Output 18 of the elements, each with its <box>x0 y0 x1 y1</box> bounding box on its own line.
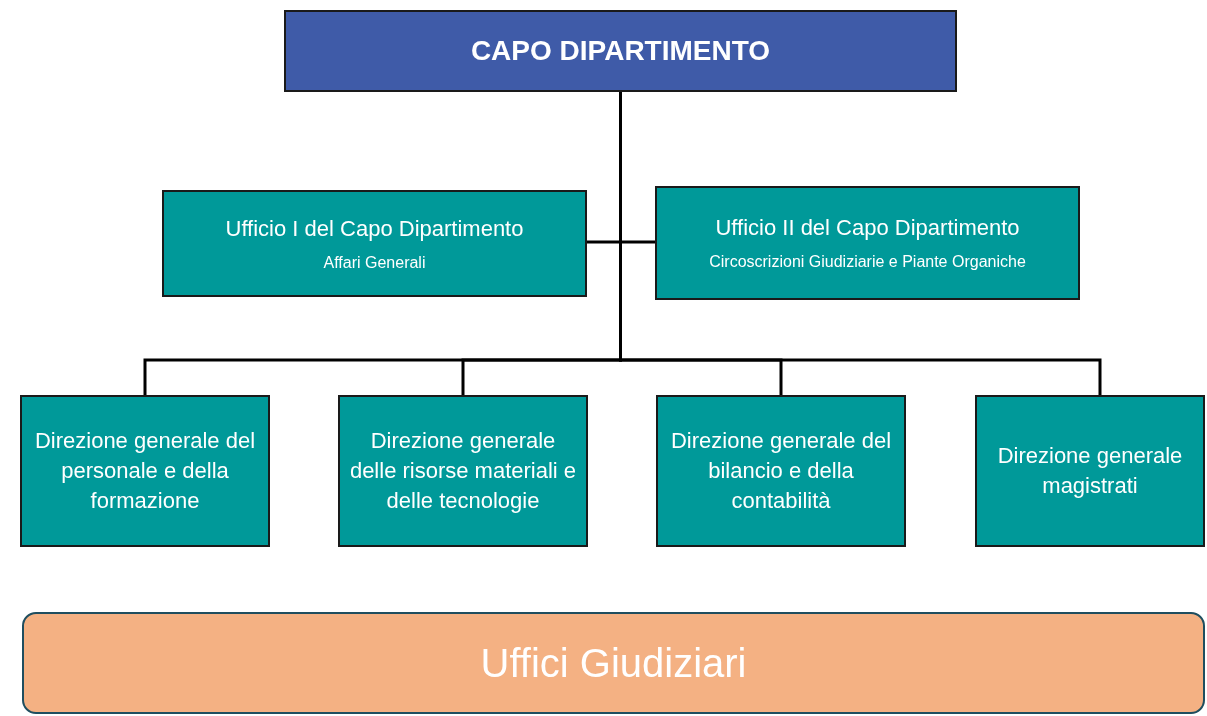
box-title: Direzione generale delle risorse materiali e delle tecnologie <box>348 427 578 515</box>
box-title: Ufficio I del Capo Dipartimento <box>225 214 524 243</box>
courts-band <box>22 612 1205 714</box>
directorate-box <box>20 395 270 547</box>
box-title: Direzione generale del bilancio e della contabilità <box>669 427 893 515</box>
box-title: Ufficio II del Capo Dipartimento <box>715 214 1020 243</box>
box-subtitle: Affari Generali <box>323 252 426 273</box>
directorate-box <box>656 395 906 547</box>
box-title: CAPO DIPARTIMENTO <box>470 34 771 69</box>
office-box <box>655 186 1080 300</box>
office-box <box>162 190 587 297</box>
directorate-box <box>975 395 1205 547</box>
department-head-box <box>284 10 957 92</box>
box-subtitle: Circoscrizioni Giudiziarie e Piante Organiche <box>709 252 1026 273</box>
box-title: Uffici Giudiziari <box>480 640 747 687</box>
box-title: Direzione generale del personale e della formazione <box>33 427 257 515</box>
box-title: Direzione generale magistrati <box>996 442 1184 500</box>
directorate-box <box>338 395 588 547</box>
